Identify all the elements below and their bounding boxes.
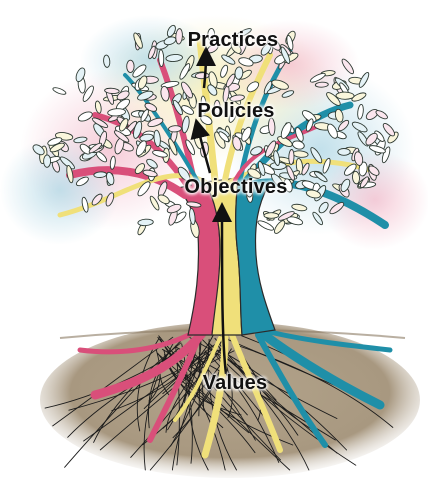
leaf: [336, 92, 354, 100]
leaf: [264, 213, 279, 219]
label-values: Values: [203, 372, 268, 395]
leaf: [158, 50, 164, 67]
leaf: [127, 60, 134, 72]
leaf: [94, 171, 107, 177]
leaf: [289, 149, 295, 164]
leaf: [43, 155, 50, 168]
leaf: [104, 88, 119, 94]
leaf: [315, 82, 328, 88]
leaf: [338, 149, 350, 156]
label-policies: Policies: [197, 100, 274, 123]
label-practices: Practices: [188, 29, 279, 52]
leaf: [168, 125, 181, 132]
label-objectives: Objectives: [184, 176, 287, 199]
leaf: [195, 72, 209, 78]
